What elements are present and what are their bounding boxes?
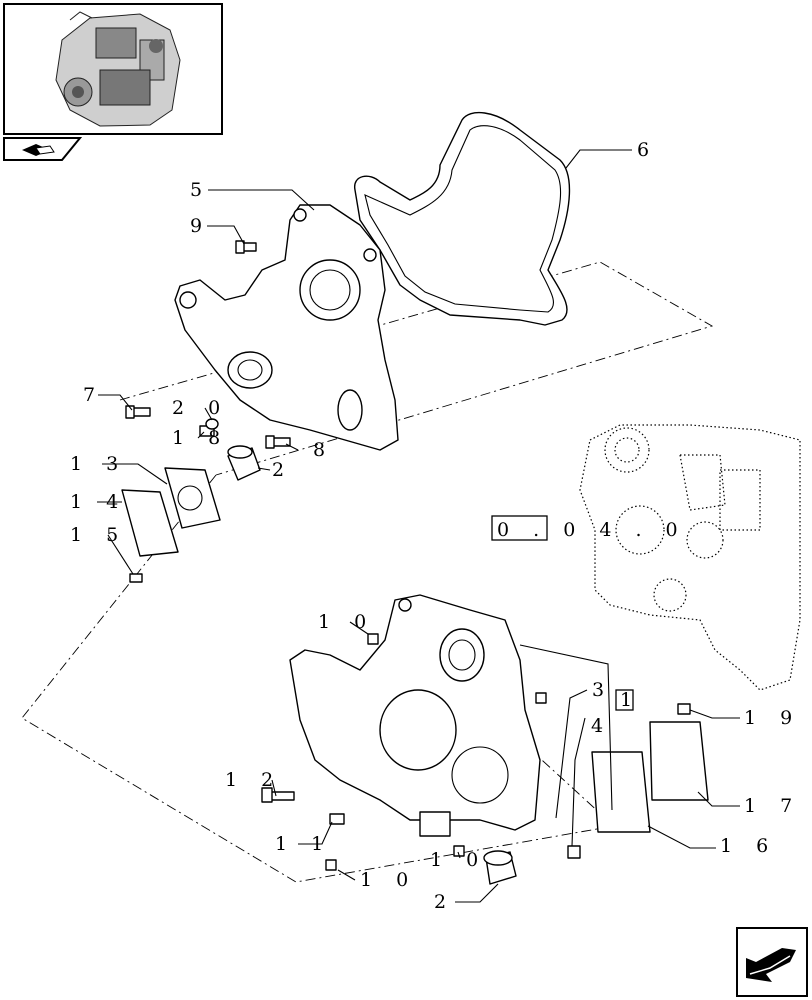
book-tab[interactable] [3,137,83,161]
plug-10-top [367,633,379,645]
callout-9: 9 [190,215,211,237]
bolt-8 [265,435,291,449]
callout-3: 3 [592,679,613,701]
callout-2-upper: 2 [272,459,293,481]
gasket-13 [164,467,221,529]
plug-3 [535,692,547,704]
gasket-6 [354,111,571,326]
bolt-11 [329,813,345,825]
leader-lines [97,149,740,903]
callout-10-top: 1 0 [318,611,375,633]
callout-20: 2 0 [172,397,229,419]
seal-ring-2-upper [227,445,261,481]
callout-19: 1 9 [744,707,801,729]
callout-8: 8 [313,439,334,461]
reference-link[interactable]: 0 . 0 4 . 0 [491,515,687,541]
bolt-9 [235,240,257,254]
callout-17: 1 7 [744,795,801,817]
callout-12: 1 2 [225,769,282,791]
next-page-arrow-icon [746,948,796,982]
callout-4: 4 [591,715,612,737]
engine-thumbnail-icon [55,11,181,127]
plug-10-bottom [325,859,337,871]
callout-6: 6 [637,139,658,161]
bolt-15 [129,573,143,583]
bolt-7 [125,405,151,419]
callout-13: 1 3 [70,453,127,475]
seal-ring-2-lower [483,850,517,885]
bolt-12 [261,787,295,803]
book-icon [22,144,55,156]
lower-timing-case [289,594,541,837]
engine-block-reference [579,424,801,691]
bolt-19 [677,703,691,715]
callout-10-bottom: 1 0 [360,869,417,891]
boxed-callout-label: 1 [620,689,641,711]
callout-numbers: 5 9 6 7 2 0 1 8 8 1 3 2 1 4 1 5 1 0 3 4 … [70,139,801,913]
cover-plate-17 [649,721,709,801]
callout-10-mid: 1 0 [430,849,487,871]
callout-16: 1 6 [720,835,777,857]
reference-label: 0 . 0 4 . 0 [497,519,687,541]
next-page-button[interactable] [736,927,808,997]
callout-5: 5 [190,179,211,201]
callout-14: 1 4 [70,491,127,513]
lower-dashdot-frame [21,474,615,883]
pin-4 [567,845,581,859]
callout-15: 1 5 [70,524,127,546]
cover-plate-14 [121,489,179,557]
cover-plate-16 [591,751,651,833]
callout-7: 7 [83,384,104,406]
boxed-callout-1: 1 [615,689,641,711]
callout-18: 1 8 [172,427,229,449]
engine-thumbnail [3,3,223,135]
callout-2-lower: 2 [434,891,455,913]
callout-11: 1 1 [275,833,332,855]
upper-timing-cover-5 [174,204,399,451]
